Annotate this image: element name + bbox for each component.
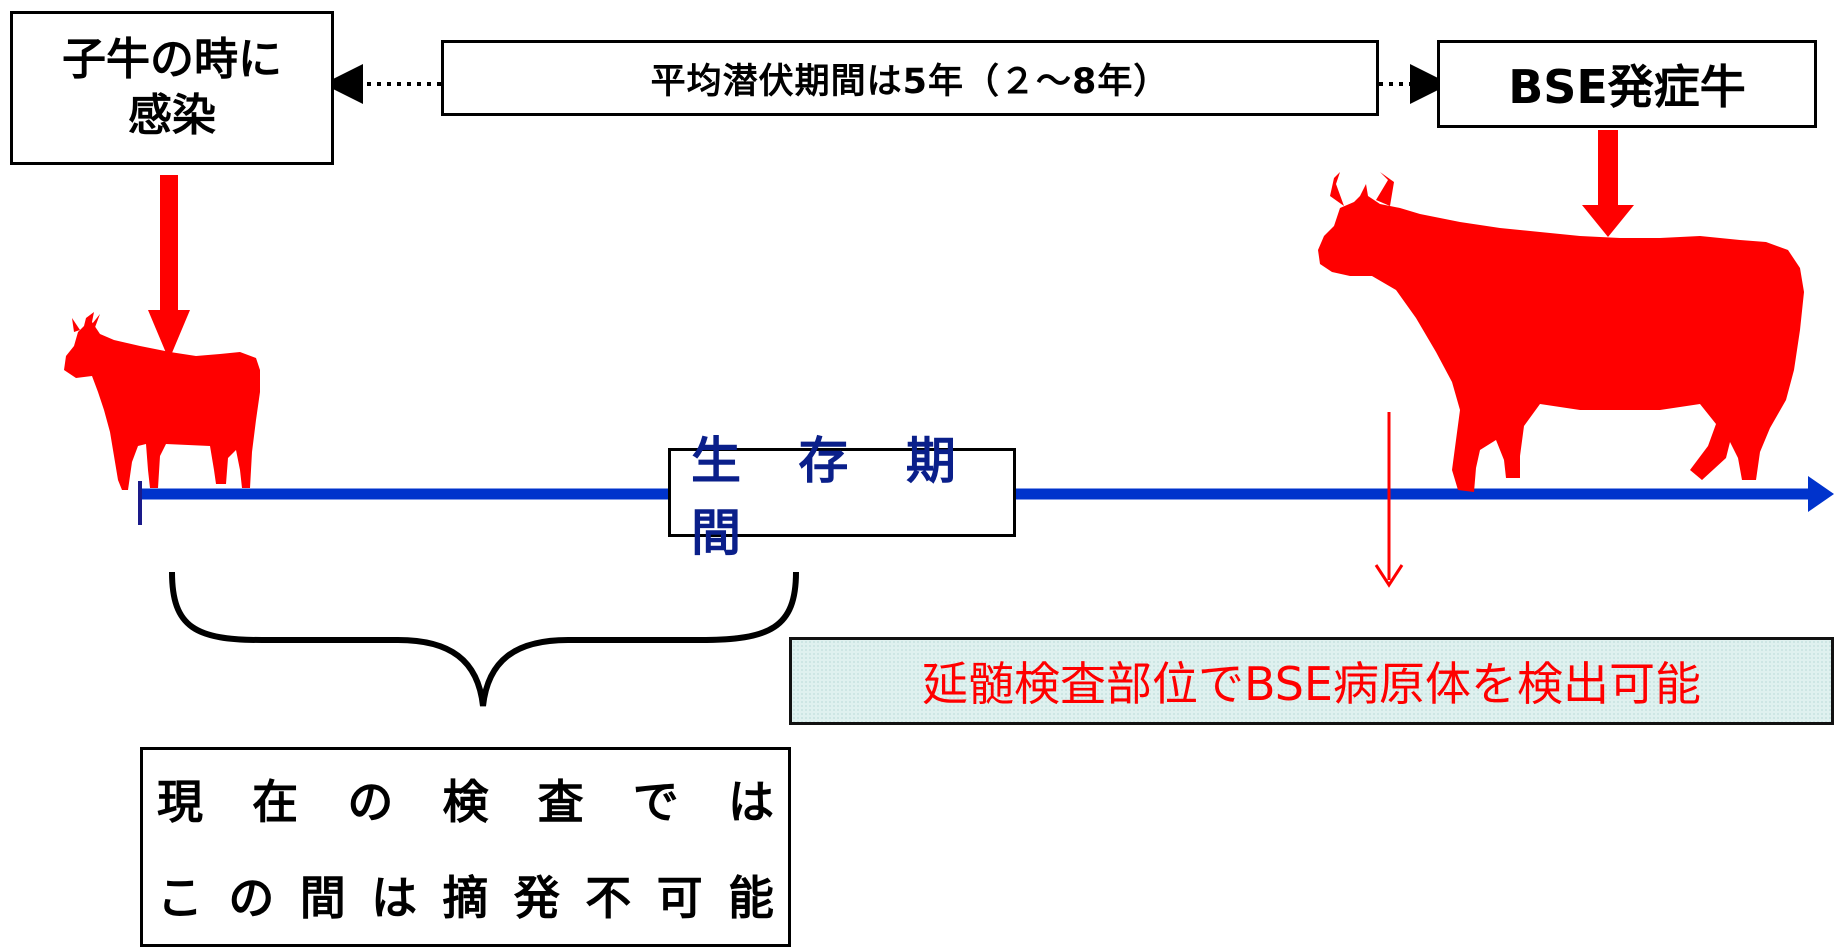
calf-silhouette-icon: [64, 312, 260, 490]
char: 現: [157, 775, 203, 829]
calf-box-line1: 子牛の時に: [62, 34, 282, 85]
incubation-period-text: 平均潜伏期間は5年（２〜8年）: [650, 61, 1170, 102]
char: の: [347, 775, 394, 829]
undetectable-box: 現 在 の 検 査 で は こ の 間 は 摘 発 不 可 能: [140, 747, 791, 947]
onset-arrow-head: [1582, 205, 1634, 237]
lifespan-label-box: 生 存 期 間: [668, 432, 1016, 562]
onset-arrow-shaft: [1598, 130, 1618, 210]
char: の: [228, 871, 275, 925]
char: は: [371, 871, 418, 925]
detection-arrow-head: [1374, 564, 1404, 588]
infection-arrow-head: [148, 310, 190, 360]
calf-box-line2: 感染: [128, 90, 216, 141]
char: こ: [157, 871, 203, 925]
infected-as-calf-box: 子牛の時に 感染: [10, 11, 334, 165]
detectable-box: 延髄検査部位でBSE病原体を検出可能: [789, 637, 1834, 725]
char: 可: [656, 871, 703, 925]
char: は: [727, 775, 774, 829]
undetectable-line1: 現 在 の 検 査 で は: [157, 751, 774, 847]
char: 能: [728, 871, 774, 925]
char: 査: [537, 775, 584, 829]
char: 摘: [442, 871, 489, 925]
undetectable-line2: こ の 間 は 摘 発 不 可 能: [157, 847, 774, 943]
bse-onset-text: BSE発症牛: [1508, 60, 1746, 114]
incubation-period-box: 平均潜伏期間は5年（２〜8年）: [441, 40, 1379, 116]
char: 在: [252, 775, 299, 829]
char: 検: [442, 775, 489, 829]
char: で: [632, 775, 679, 829]
infection-arrow-shaft: [160, 175, 178, 313]
lifespan-text: 生 存 期 間: [691, 431, 976, 562]
undetectable-period-brace: [169, 571, 799, 707]
adult-cow-silhouette-icon: [1318, 172, 1804, 492]
char: 発: [513, 871, 560, 925]
detectable-text: 延髄検査部位でBSE病原体を検出可能: [921, 657, 1701, 711]
bse-onset-box: BSE発症牛: [1437, 40, 1817, 128]
char: 間: [299, 871, 346, 925]
timeline-arrowhead: [1808, 476, 1834, 512]
char: 不: [585, 871, 632, 925]
